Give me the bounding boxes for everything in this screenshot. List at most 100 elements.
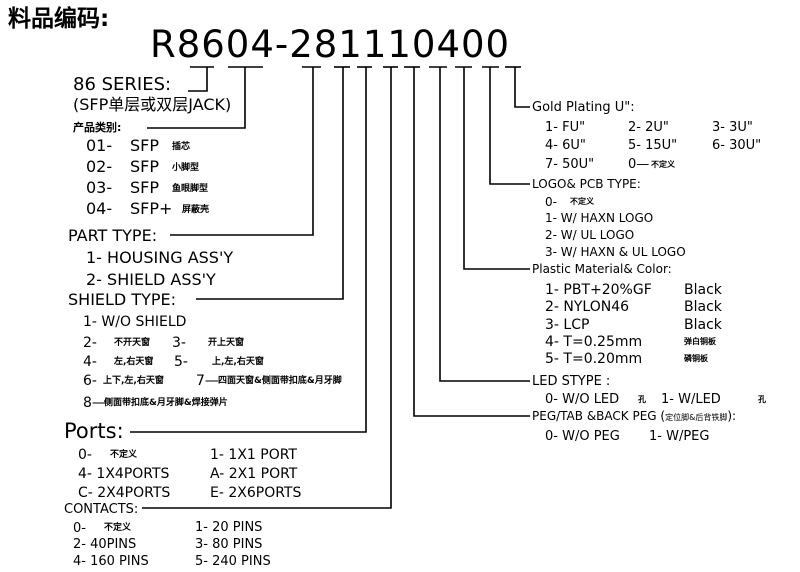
contacts-item-2: 2- 40PINS: [73, 537, 137, 552]
plastic-note-5: 磷铜板: [684, 354, 708, 363]
shield-note-5: 上,左,右天窗: [212, 357, 264, 367]
category-code-3: 03-: [86, 178, 113, 197]
shield-item-1: 1- W/O SHIELD: [83, 314, 187, 330]
logo-pcb-item-3: 3- W/ HAXN & UL LOGO: [545, 245, 686, 259]
contacts-code-0: 0-: [73, 521, 86, 536]
shield-code-7: 7—: [196, 373, 219, 389]
plating-item-1: 1- FU": [545, 120, 586, 135]
leader-shield: [196, 67, 344, 300]
leader-category: [147, 67, 246, 129]
logo-pcb-code-0: 0-: [545, 195, 557, 209]
part-number: R8604-281110400: [150, 23, 511, 66]
shield-note-6: 上下,左,右天窗: [103, 376, 164, 386]
plating-item-0: 0—: [628, 157, 650, 172]
leader-peg: [413, 67, 530, 417]
category-name-3: SFP: [130, 178, 160, 197]
plating-item-3: 3- 3U": [712, 120, 753, 135]
plastic-color-3: Black: [684, 317, 722, 333]
logo-pcb-title: LOGO& PCB TYPE:: [532, 177, 641, 191]
leader-plastic: [463, 67, 530, 270]
peg-title-end: ):: [727, 409, 737, 423]
category-note-2: 小脚型: [172, 163, 200, 173]
plastic-color-1: Black: [684, 282, 722, 298]
plating-item-6: 6- 30U": [712, 138, 762, 153]
plastic-title: Plastic Material& Color:: [532, 262, 672, 276]
category-name-2: SFP: [130, 157, 160, 176]
plating-item-7: 7- 50U": [545, 157, 595, 172]
category-code-2: 02-: [86, 157, 113, 176]
peg-title: PEG/TAB &BACK PEG (定位脚&后背铁脚):: [532, 410, 736, 422]
contacts-title: CONTACTS:: [64, 502, 139, 517]
shield-code-6: 6-: [83, 373, 97, 389]
logo-pcb-item-1: 1- W/ HAXN LOGO: [545, 211, 654, 225]
ports-item-1: 1- 1X1 PORT: [210, 447, 297, 463]
plastic-item-5: 5- T=0.20mm: [545, 351, 643, 367]
led-item-0: 0- W/O LED: [545, 392, 620, 407]
shield-note-8: 侧面带扣底&月牙脚&焊接弹片: [104, 398, 228, 408]
plastic-note-4: 弹白铜板: [684, 337, 716, 346]
shield-code-4: 4-: [83, 354, 97, 370]
product-category-title: 产品类别:: [73, 121, 122, 134]
contacts-note-0: 不定义: [104, 523, 132, 533]
plastic-item-4: 4- T=0.25mm: [545, 334, 643, 350]
plastic-item-3: 3- LCP: [545, 317, 590, 333]
part-type-item-2: 2- SHIELD ASS'Y: [86, 270, 216, 289]
shield-note-4: 左,右天窗: [114, 357, 154, 367]
led-item-1: 1- W/LED: [661, 392, 721, 407]
series-title: 86 SERIES:: [73, 74, 172, 95]
ports-title: Ports:: [64, 419, 124, 443]
part-type-title: PART TYPE:: [68, 226, 158, 245]
contacts-item-5: 5- 240 PINS: [195, 554, 271, 569]
peg-title-cn: 定位脚&后背铁脚: [665, 413, 728, 422]
shield-code-8: 8—: [83, 395, 106, 411]
shield-code-2: 2-: [83, 335, 97, 351]
led-title: LED STYPE :: [532, 374, 611, 389]
category-note-1: 插芯: [172, 142, 191, 152]
plating-item-4: 4- 6U": [545, 138, 586, 153]
ports-item-4: 4- 1X4PORTS: [78, 466, 170, 482]
logo-pcb-note-0: 不定义: [570, 197, 594, 206]
category-note-4: 屏蔽壳: [182, 205, 210, 215]
leader-plating: [514, 67, 530, 108]
category-code-1: 01-: [86, 136, 113, 155]
plastic-item-1: 1- PBT+20%GF: [545, 282, 652, 298]
ports-item-a: A- 2X1 PORT: [210, 466, 298, 482]
shield-note-3: 开上天窗: [208, 338, 245, 348]
category-note-3: 鱼眼脚型: [172, 184, 209, 194]
peg-item-1: 1- W/PEG: [649, 429, 710, 444]
leader-led: [439, 67, 530, 382]
plating-title: Gold Plating U":: [532, 100, 635, 115]
category-name-4: SFP+: [130, 199, 173, 218]
logo-pcb-item-2: 2- W/ UL LOGO: [545, 228, 635, 242]
leader-part-type: [170, 67, 314, 236]
plastic-color-2: Black: [684, 299, 722, 315]
contacts-item-1: 1- 20 PINS: [195, 520, 263, 535]
header-label: 料品编码:: [8, 6, 110, 32]
plastic-item-2: 2- NYLON46: [545, 299, 630, 315]
leader-ports: [130, 67, 367, 433]
led-note-0: 孔: [638, 395, 646, 404]
plating-item-2: 2- 2U": [628, 120, 669, 135]
plating-note-0: 不定义: [651, 160, 675, 169]
contacts-item-3: 3- 80 PINS: [195, 537, 263, 552]
ports-item-e: E- 2X6PORTS: [210, 485, 302, 501]
contacts-item-4: 4- 160 PINS: [73, 554, 149, 569]
peg-item-0: 0- W/O PEG: [545, 429, 620, 444]
led-note-1: 孔: [758, 395, 766, 404]
shield-code-3: 3-: [172, 335, 186, 351]
leader-series: [188, 67, 208, 92]
leader-contacts: [142, 67, 392, 509]
leader-logo: [489, 67, 530, 185]
peg-title-main: PEG/TAB &BACK PEG (: [532, 409, 666, 423]
shield-note-2: 不开天窗: [114, 338, 151, 348]
category-name-1: SFP: [130, 136, 160, 155]
shield-code-5: 5-: [174, 354, 188, 370]
part-type-item-1: 1- HOUSING ASS'Y: [86, 248, 234, 267]
shield-note-7: 四面天窗&侧面带扣底&月牙脚: [218, 376, 342, 386]
shield-type-title: SHIELD TYPE:: [68, 290, 177, 309]
ports-note-0: 不定义: [110, 450, 138, 460]
ports-item-c: C- 2X4PORTS: [78, 485, 171, 501]
category-code-4: 04-: [86, 199, 113, 218]
